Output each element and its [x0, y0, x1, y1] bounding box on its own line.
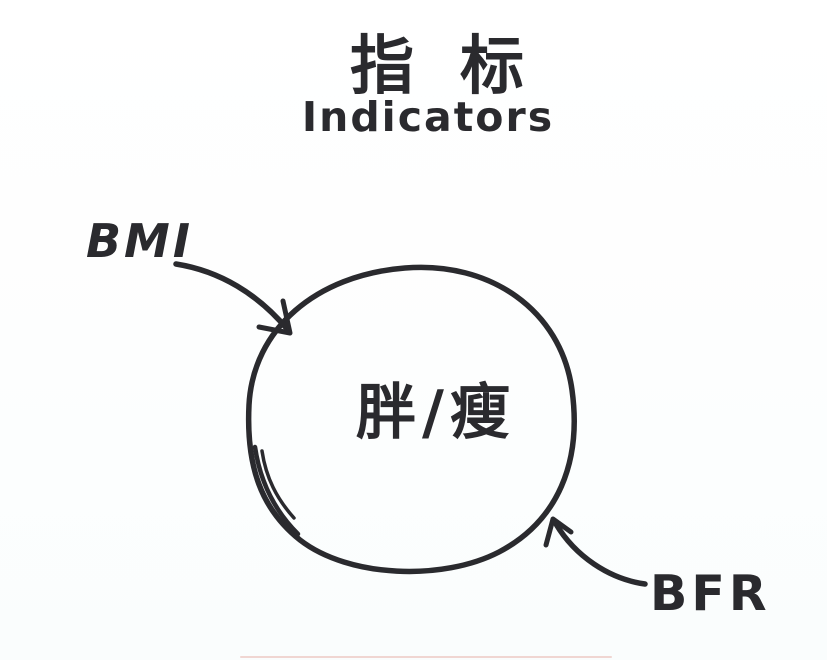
title-chinese: 指标 [350, 30, 570, 104]
circle-overdraw-stroke-2 [260, 449, 296, 520]
bmi-arrow [173, 261, 291, 333]
node-circle [245, 264, 577, 575]
bmi-arrowhead [256, 298, 293, 336]
node-label: 胖/瘦 [356, 378, 516, 448]
circle-overdraw-stroke [252, 444, 301, 537]
bfr-arrowhead [543, 516, 574, 548]
bmi-label: BMI [86, 214, 193, 268]
bfr-arrow [553, 521, 648, 587]
title-english: Indicators [302, 93, 554, 141]
bfr-label: BFR [650, 565, 771, 622]
scan-artifact-line [240, 656, 612, 658]
